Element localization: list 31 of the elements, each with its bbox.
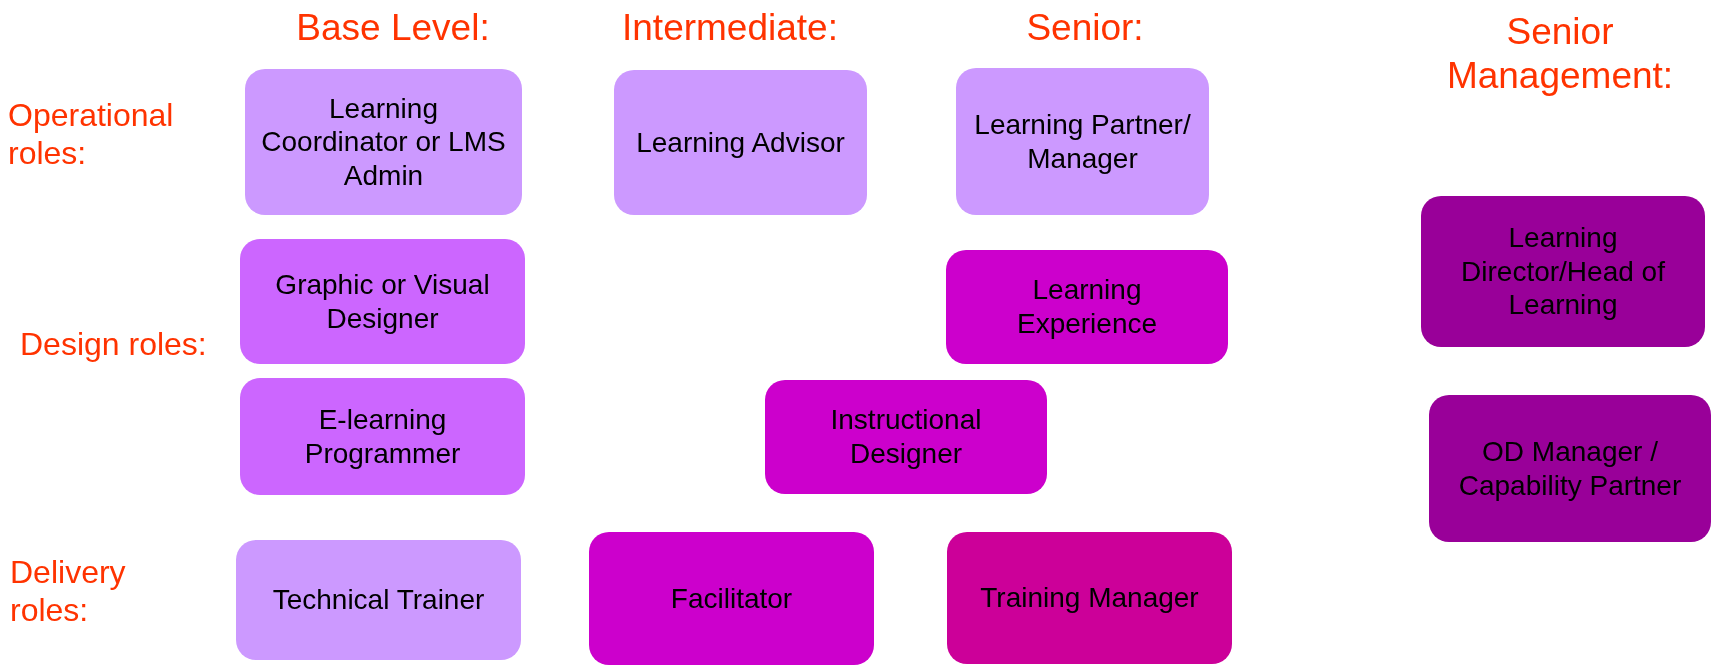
role-title: Learning Partner/ Manager [973,107,1192,176]
role-title: Training Manager [980,581,1199,615]
role-title: Graphic or Visual Designer [274,267,491,336]
role-title: Learning Director/Head of Learning [1460,221,1666,322]
role-box [947,532,1232,664]
level-heading: Senior Management: [1445,10,1675,99]
role-title: Learning Coordinator or LMS Admin [260,91,507,193]
level-heading: Senior: [1025,6,1145,50]
role-box [240,378,525,495]
role-title: OD Manager / Capability Partner [1457,434,1683,503]
role-box [765,380,1047,494]
role-box [245,69,522,215]
role-title: Facilitator [670,581,793,616]
role-box [946,250,1228,364]
role-group-label: Operational roles: [8,96,175,173]
role-title: Learning Advisor [636,125,845,160]
role-box [614,70,867,215]
role-group-label: Delivery roles: [10,553,127,630]
role-box [589,532,874,665]
role-group-label: Design roles: [20,325,208,364]
role-box [1429,395,1711,542]
role-title: Technical Trainer [272,583,485,617]
role-box [956,68,1209,215]
role-box [240,239,525,364]
role-title: Instructional Designer [829,403,983,471]
role-title: E-learning Programmer [303,402,462,471]
role-box [236,540,521,660]
role-box [1421,196,1705,347]
level-heading: Base Level: [295,6,491,50]
role-title: Learning Experience [1015,273,1159,341]
level-heading: Intermediate: [621,6,839,50]
